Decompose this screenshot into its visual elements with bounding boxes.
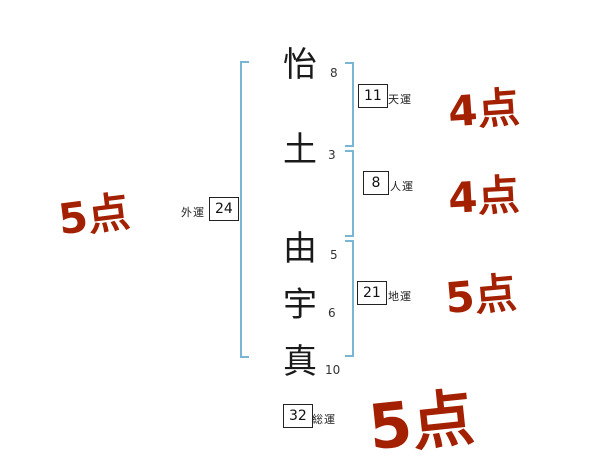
heaven-luck-bracket xyxy=(345,62,354,147)
total-luck-value: 32 xyxy=(283,404,313,428)
earth-luck-value: 21 xyxy=(357,281,387,305)
heaven-luck-label: 天運 xyxy=(388,93,412,106)
heaven-luck-score: 4点 xyxy=(446,82,522,137)
name-char-4: 宇 xyxy=(283,285,317,325)
outer-luck-label: 外運 xyxy=(181,206,205,219)
total-luck-label: 総運 xyxy=(312,413,336,426)
outer-luck-bracket xyxy=(240,61,249,358)
total-luck-score: 5点 xyxy=(365,380,478,465)
name-char-3: 由 xyxy=(283,229,317,269)
stroke-count-3: 5 xyxy=(330,248,338,262)
name-char-2: 土 xyxy=(283,130,317,170)
person-luck-label: 人運 xyxy=(390,180,414,193)
heaven-luck-value: 11 xyxy=(358,84,388,108)
person-luck-bracket xyxy=(345,150,354,237)
earth-luck-bracket xyxy=(345,240,354,357)
name-char-1: 怡 xyxy=(283,45,317,85)
earth-luck-label: 地運 xyxy=(388,290,412,303)
earth-luck-score: 5点 xyxy=(443,267,519,323)
outer-luck-value: 24 xyxy=(209,197,239,221)
stroke-count-5: 10 xyxy=(325,363,341,377)
stroke-count-1: 8 xyxy=(330,66,338,80)
name-char-5: 真 xyxy=(283,342,317,382)
stroke-count-2: 3 xyxy=(328,148,336,162)
outer-luck-score: 5点 xyxy=(55,186,133,245)
person-luck-value: 8 xyxy=(363,171,389,195)
stroke-count-4: 6 xyxy=(328,306,336,320)
person-luck-score: 4点 xyxy=(446,170,521,223)
